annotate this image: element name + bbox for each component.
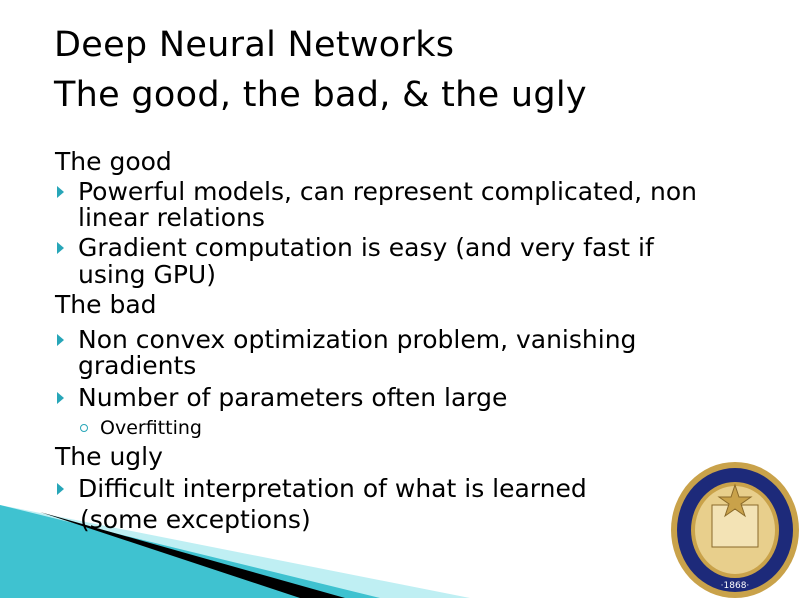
bullet-icon <box>57 334 64 346</box>
slide-title-line1: Deep Neural Networks <box>54 25 455 65</box>
slide-title-line2: The good, the bad, & the ugly <box>54 75 587 115</box>
sub-bullet-icon <box>80 424 88 432</box>
bullet-icon <box>57 392 64 404</box>
sub-bullet-text: Overfitting <box>100 417 202 439</box>
bullet-text: Powerful models, can represent complicat… <box>78 177 697 206</box>
svg-text:·1868·: ·1868· <box>721 581 750 591</box>
section-heading-ugly: The ugly <box>55 442 163 471</box>
black-stripe <box>40 512 345 598</box>
section-heading-good: The good <box>55 147 172 176</box>
bullet-icon <box>57 186 64 198</box>
bullet-text: using GPU) <box>78 260 216 289</box>
bullet-text: gradients <box>78 351 197 380</box>
bullet-text: (some exceptions) <box>80 505 311 534</box>
bullet-text: Gradient computation is easy (and very f… <box>78 233 654 262</box>
bullet-icon <box>57 242 64 254</box>
bullet-text: Non convex optimization problem, vanishi… <box>78 325 637 354</box>
section-heading-bad: The bad <box>55 290 157 319</box>
bullet-icon <box>57 483 64 495</box>
bullet-text: Number of parameters often large <box>78 383 508 412</box>
university-seal: ·1868· <box>671 462 799 598</box>
bullet-text: Difficult interpretation of what is lear… <box>78 474 587 503</box>
bullet-text: linear relations <box>78 203 265 232</box>
